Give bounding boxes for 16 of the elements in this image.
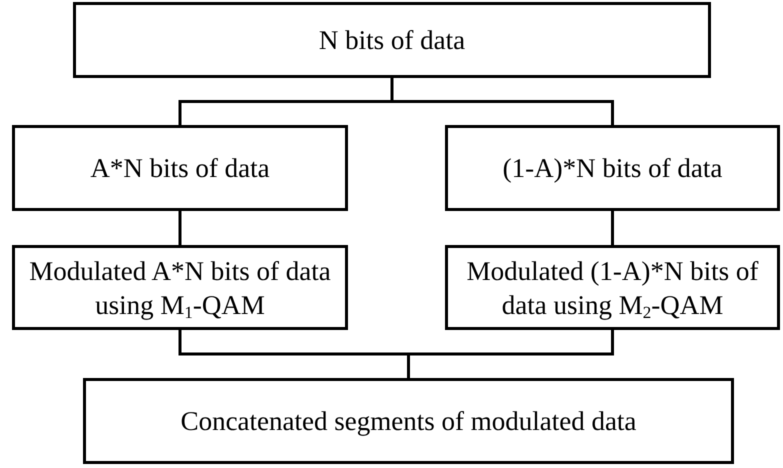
process-box [83, 378, 734, 464]
process-box [12, 125, 348, 211]
box-text: Concatenated segments of modulated data [180, 405, 636, 438]
process-box [73, 2, 711, 78]
process-box [445, 245, 780, 330]
process-box [445, 125, 780, 211]
process-box [12, 245, 348, 330]
box-text: (1-A)*N bits of data [502, 152, 722, 185]
box-text: N bits of data [318, 24, 466, 57]
box-text: A*N bits of data [90, 152, 270, 185]
connector-line [407, 330, 614, 378]
connector-line [390, 78, 614, 125]
connector-line [178, 211, 182, 245]
box-text: Modulated (1-A)*N bits of data using M$_{2}$-QAM [466, 254, 760, 322]
connector-line [611, 211, 614, 245]
box-text: Modulated A*N bits of data using M$_{1}$-QAM [28, 254, 332, 322]
